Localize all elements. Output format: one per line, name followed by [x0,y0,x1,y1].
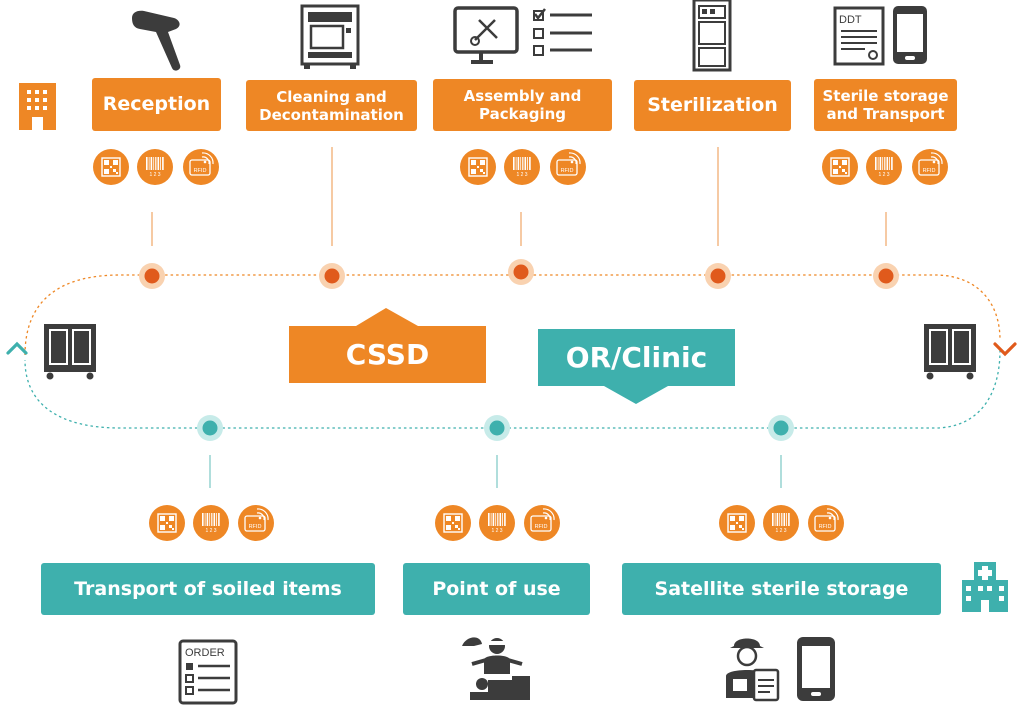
building-icon [19,83,56,130]
barcode-icon: 1 2 3 [137,149,173,185]
step-sterile-storage-transport: Sterile storage and Transport [814,79,957,131]
step-reception: Reception [92,78,221,131]
cssd-node-1 [139,263,165,289]
washer-disinfector-icon [300,4,360,69]
rfid-icon: RFID [238,505,274,541]
hospital-icon [962,562,1008,612]
rfid-text: RFID [819,524,832,530]
trolley-icon [924,324,976,380]
qr-code-icon [149,505,185,541]
rfid-icon: RFID [550,149,586,185]
rfid-text: RFID [561,168,574,174]
cssd-arrow-up [356,308,418,326]
cssd-node-3 [508,259,534,285]
sterilizer-icon [692,0,732,72]
cssd-label: CSSD [289,326,486,383]
cssd-connectors [151,147,887,246]
barcode-digits: 1 2 3 [516,172,527,178]
cssd-node-4 [705,263,731,289]
courier-icon [726,638,780,702]
or-clinic-label: OR/Clinic [538,329,735,386]
cssd-node-5 [873,263,899,289]
barcode-icon: 1 2 3 [763,505,799,541]
barcode-digits: 1 2 3 [878,172,889,178]
step-transport-soiled-items: Transport of soiled items [41,563,375,615]
step-sterilization: Sterilization [634,80,791,131]
barcode-scanner-icon [132,10,181,71]
step-point-of-use: Point of use [403,563,590,615]
rfid-icon: RFID [912,149,948,185]
qr-code-icon [822,149,858,185]
rfid-icon: RFID [183,149,219,185]
chevron-down-icon [993,342,1017,357]
barcode-digits: 1 2 3 [149,172,160,178]
or-connectors [209,455,782,488]
barcode-digits: 1 2 3 [491,528,502,534]
or-arrow-down [604,386,668,404]
cssd-loop-path [24,274,1001,356]
step-assembly-packaging: Assembly and Packaging [433,79,612,131]
order-text: ORDER [185,647,225,659]
smartphone-icon [893,6,927,64]
monitor-checklist-icon [453,6,592,64]
smartphone-icon [797,637,835,701]
barcode-digits: 1 2 3 [205,528,216,534]
qr-code-icon [93,149,129,185]
qr-code-icon [460,149,496,185]
rfid-text: RFID [194,168,207,174]
or-node-2 [484,415,510,441]
order-document-icon: ORDER [178,639,238,705]
qr-code-icon [719,505,755,541]
or-loop-path [24,349,1001,429]
surgeon-patient-icon [462,637,530,700]
rfid-text: RFID [923,168,936,174]
trolley-icon [44,324,96,380]
or-node-3 [768,415,794,441]
rfid-icon: RFID [808,505,844,541]
barcode-icon: 1 2 3 [504,149,540,185]
rfid-icon: RFID [524,505,560,541]
barcode-icon: 1 2 3 [866,149,902,185]
tag-icons: 1 2 3 RFID 1 2 3 RFID 1 2 3 RFID 1 2 3 RFID 1 2 … [93,149,948,541]
step-cleaning-decontamination: Cleaning and Decontamination [246,80,417,131]
or-node-1 [197,415,223,441]
step-satellite-sterile-storage: Satellite sterile storage [622,563,941,615]
ddt-document-icon: DDT [833,6,885,66]
barcode-icon: 1 2 3 [193,505,229,541]
ddt-text: DDT [839,14,862,26]
barcode-digits: 1 2 3 [775,528,786,534]
cssd-node-2 [319,263,345,289]
chevron-up-icon [6,341,28,355]
qr-code-icon [435,505,471,541]
barcode-icon: 1 2 3 [479,505,515,541]
rfid-text: RFID [535,524,548,530]
rfid-text: RFID [249,524,262,530]
